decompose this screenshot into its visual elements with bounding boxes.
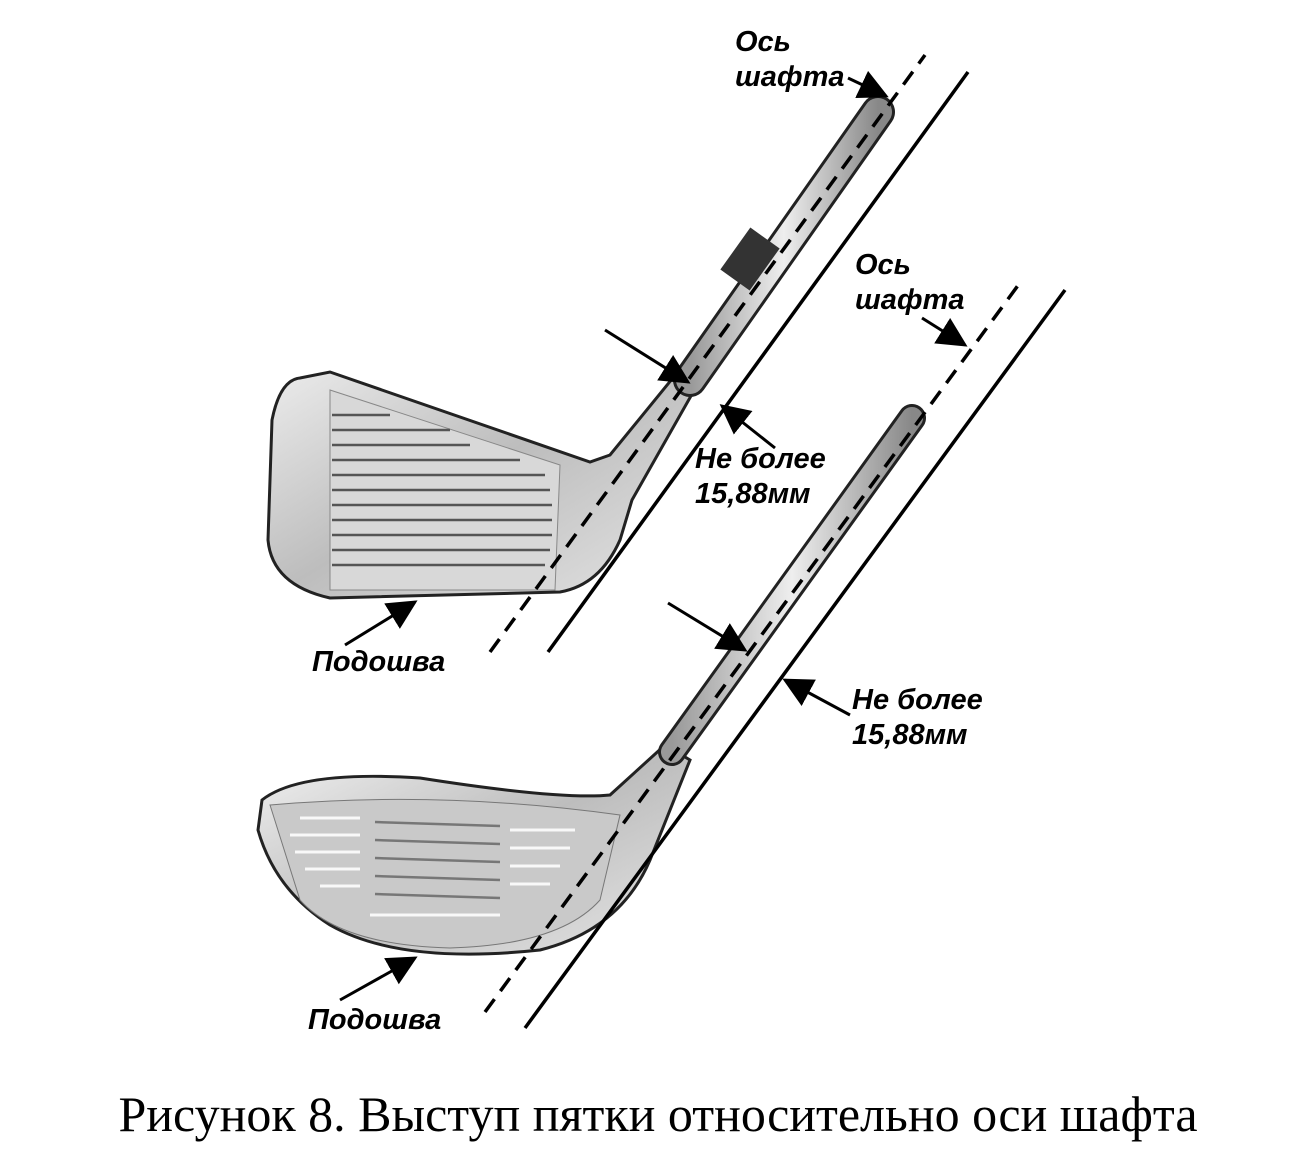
driver-max-distance-label: Не более 15,88мм <box>852 683 983 753</box>
label-line: шафта <box>735 61 845 93</box>
iron-limit-line <box>546 70 970 654</box>
driver-limit-line <box>523 288 1067 1030</box>
label-line: 15,88мм <box>852 719 968 751</box>
driver-shaft-axis <box>483 278 1024 1014</box>
figure-caption: Рисунок 8. Выступ пятки относительно оси… <box>118 1086 1198 1142</box>
iron-max-distance-label: Не более 15,88мм <box>695 442 826 512</box>
label-line: шафта <box>855 284 965 316</box>
label-line: Не более <box>695 443 826 475</box>
driver-shaft-axis-label: Ось шафта <box>855 248 965 318</box>
pointer-arrows <box>339 70 968 1002</box>
iron-sole-label: Подошва <box>312 646 446 678</box>
driver-sole-label: Подошва <box>308 1004 442 1036</box>
label-line: Ось <box>855 249 911 281</box>
label-line: Ось <box>735 26 791 58</box>
label-line: 15,88мм <box>695 478 811 510</box>
reference-lines <box>483 53 1067 1030</box>
iron-club <box>266 95 895 600</box>
driver-club <box>256 404 926 956</box>
iron-shaft-axis <box>488 53 927 654</box>
iron-shaft-axis-label: Ось шафта <box>735 25 845 95</box>
label-line: Не более <box>852 684 983 716</box>
